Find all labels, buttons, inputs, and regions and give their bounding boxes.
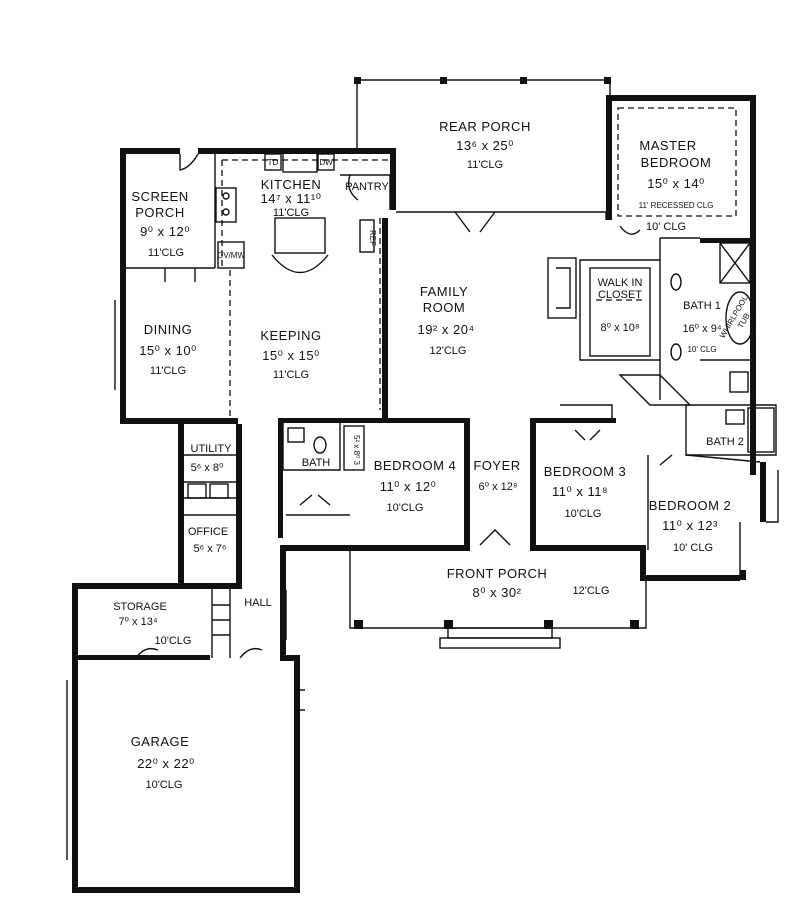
master-clg2: 10' CLG: [646, 221, 686, 233]
storage-size: 7⁰ x 13⁴: [118, 616, 157, 628]
bath2-name: BATH 2: [706, 436, 744, 448]
kitchen-clg: 11'CLG: [273, 207, 309, 219]
storage-name: STORAGE: [113, 601, 167, 613]
thin-walls: [66, 77, 779, 860]
room-foyer: FOYER 6⁰ x 12⁸: [473, 458, 520, 493]
room-screen-porch: SCREEN PORCH 9⁰ x 12⁰ 11'CLG: [131, 189, 190, 259]
trash-label: TD: [268, 158, 279, 167]
bedroom2-size: 11⁰ x 12³: [662, 518, 718, 533]
bath-closet: 5² x 8⁰ 3: [352, 435, 361, 465]
front-porch-name: FRONT PORCH: [447, 566, 548, 581]
keeping-size: 15⁰ x 15⁰: [262, 348, 320, 363]
bedroom4-size: 11⁰ x 12⁰: [380, 479, 437, 494]
bath-name: BATH: [302, 457, 331, 469]
master-size: 15⁰ x 14⁰: [647, 176, 705, 191]
room-office: OFFICE 5⁶ x 7⁶: [188, 526, 228, 555]
pantry-label: PANTRY: [345, 181, 389, 193]
master-clg: 11' RECESSED CLG: [639, 201, 714, 210]
office-name: OFFICE: [188, 526, 228, 538]
master-name2: BEDROOM: [641, 155, 712, 170]
family-size: 19² x 20⁴: [417, 322, 474, 337]
family-name1: FAMILY: [420, 284, 468, 299]
room-bedroom4: BEDROOM 4 11⁰ x 12⁰ 10'CLG: [374, 458, 457, 514]
hall-name: HALL: [244, 597, 272, 609]
room-rear-porch: REAR PORCH 13⁶ x 25⁰ 11'CLG: [439, 119, 531, 171]
screen-porch-clg: 11'CLG: [148, 247, 184, 259]
kitchen-name: KITCHEN: [261, 177, 322, 192]
screen-porch-size: 9⁰ x 12⁰: [140, 224, 190, 239]
doors: [135, 153, 673, 659]
master-name1: MASTER: [639, 138, 696, 153]
rear-porch-clg: 11'CLG: [467, 159, 503, 171]
garage-clg: 10'CLG: [146, 779, 183, 791]
room-bath2: BATH 2: [706, 436, 744, 448]
room-kitchen: KITCHEN 14⁷ x 11¹⁰ 11'CLG PANTRY TD DW R…: [217, 158, 389, 260]
room-family: FAMILY ROOM 19² x 20⁴ 12'CLG: [417, 284, 474, 357]
room-bath1: BATH 1 16⁰ x 9⁴ 10' CLG WHIRLPOOL TUB: [682, 293, 751, 354]
bath1-name: BATH 1: [683, 300, 721, 312]
kitchen-size: 14⁷ x 11¹⁰: [261, 191, 322, 206]
walls: [72, 95, 766, 893]
garage-size: 22⁰ x 22⁰: [137, 756, 195, 771]
dining-name: DINING: [144, 322, 193, 337]
front-porch-size: 8⁰ x 30²: [473, 585, 522, 600]
dishwasher-label: DW: [319, 158, 333, 167]
room-bath: BATH 5² x 8⁰ 3: [302, 435, 361, 469]
closet-name1: WALK IN: [598, 277, 643, 289]
room-utility: UTILITY 5⁶ x 8⁰: [191, 443, 233, 474]
room-front-porch: FRONT PORCH 8⁰ x 30² 12'CLG: [447, 566, 610, 600]
bedroom4-clg: 10'CLG: [387, 502, 424, 514]
screen-porch-name1: SCREEN: [131, 189, 188, 204]
bedroom2-name: BEDROOM 2: [649, 498, 732, 513]
dining-clg: 11'CLG: [150, 365, 186, 377]
bath1-clg: 10' CLG: [687, 345, 716, 354]
room-dining: DINING 15⁰ x 10⁰ 11'CLG: [139, 322, 197, 377]
oven-label: OV/MW: [217, 251, 245, 260]
closet-name2: CLOSET: [598, 289, 642, 301]
screen-porch-name2: PORCH: [135, 205, 184, 220]
garage-name: GARAGE: [131, 734, 190, 749]
bedroom3-name: BEDROOM 3: [544, 464, 627, 479]
bedroom2-clg: 10' CLG: [673, 542, 713, 554]
room-walk-in-closet: WALK IN CLOSET 8⁰ x 10⁸: [598, 277, 643, 334]
ref-label: REF: [368, 230, 377, 246]
foyer-name: FOYER: [473, 458, 520, 473]
room-keeping: KEEPING 15⁰ x 15⁰ 11'CLG: [260, 328, 321, 381]
office-size: 5⁶ x 7⁶: [194, 543, 227, 555]
utility-name: UTILITY: [191, 443, 233, 455]
rear-porch-name: REAR PORCH: [439, 119, 531, 134]
bedroom4-name: BEDROOM 4: [374, 458, 457, 473]
keeping-name: KEEPING: [260, 328, 321, 343]
room-storage: STORAGE 7⁰ x 13⁴ 10'CLG: [113, 601, 191, 647]
rear-porch-size: 13⁶ x 25⁰: [456, 138, 514, 153]
room-hall: HALL: [244, 597, 272, 609]
room-bedroom3: BEDROOM 3 11⁰ x 11⁸ 10'CLG: [544, 464, 627, 520]
family-name2: ROOM: [423, 300, 465, 315]
bedroom3-size: 11⁰ x 11⁸: [552, 484, 608, 499]
storage-clg: 10'CLG: [155, 635, 192, 647]
front-porch-clg: 12'CLG: [573, 585, 610, 597]
room-master-bedroom: MASTER BEDROOM 15⁰ x 14⁰ 11' RECESSED CL…: [639, 138, 714, 233]
room-garage: GARAGE 22⁰ x 22⁰ 10'CLG: [131, 734, 195, 791]
bath1-size: 16⁰ x 9⁴: [682, 323, 721, 335]
dining-size: 15⁰ x 10⁰: [139, 343, 197, 358]
utility-size: 5⁶ x 8⁰: [191, 462, 224, 474]
bedroom3-clg: 10'CLG: [565, 508, 602, 520]
room-bedroom2: BEDROOM 2 11⁰ x 12³ 10' CLG: [649, 498, 732, 554]
family-clg: 12'CLG: [430, 345, 467, 357]
keeping-clg: 11'CLG: [273, 369, 309, 381]
foyer-size: 6⁰ x 12⁸: [478, 481, 517, 493]
closet-size: 8⁰ x 10⁸: [600, 322, 639, 334]
